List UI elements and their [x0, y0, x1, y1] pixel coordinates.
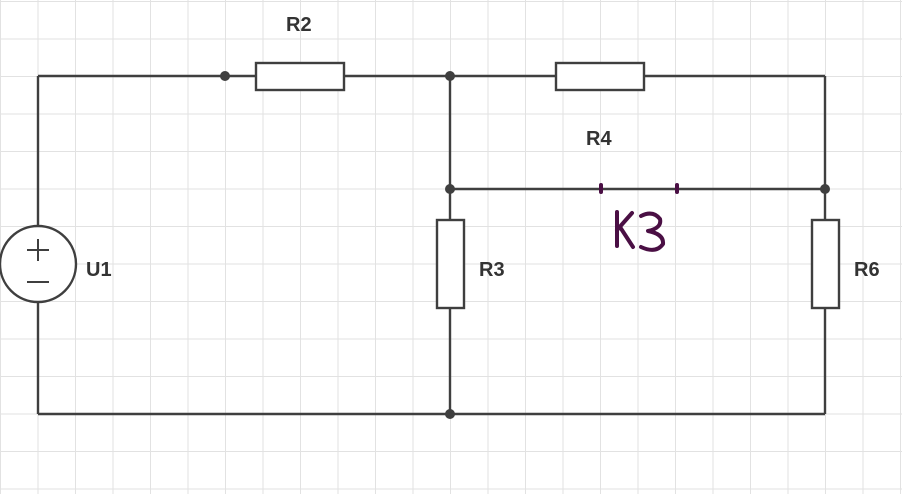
junction-node-top-left: [220, 71, 230, 81]
voltage-source-u1: [0, 224, 78, 304]
label-u1: U1: [86, 259, 112, 281]
junction-node-top-mid: [445, 71, 455, 81]
label-r2: R2: [286, 14, 312, 36]
hand-letter-k: [615, 210, 635, 249]
junction-node-mid-left: [445, 184, 455, 194]
resistor-r2: [254, 61, 346, 92]
junction-node-mid-right: [820, 184, 830, 194]
label-r3: R3: [479, 259, 505, 281]
resistor-r4: [554, 61, 646, 92]
resistor-r3: [435, 218, 466, 310]
hand-digit-3: [639, 211, 666, 252]
handwritten-annotation-k3: [599, 183, 679, 252]
wires: [36, 74, 827, 416]
junction-node-bottom: [445, 409, 455, 419]
label-r6: R6: [854, 259, 880, 281]
label-r4: R4: [586, 128, 612, 150]
voltage-source-circle: [0, 224, 78, 304]
resistor-r6: [810, 218, 841, 310]
junction-nodes: [220, 71, 830, 419]
